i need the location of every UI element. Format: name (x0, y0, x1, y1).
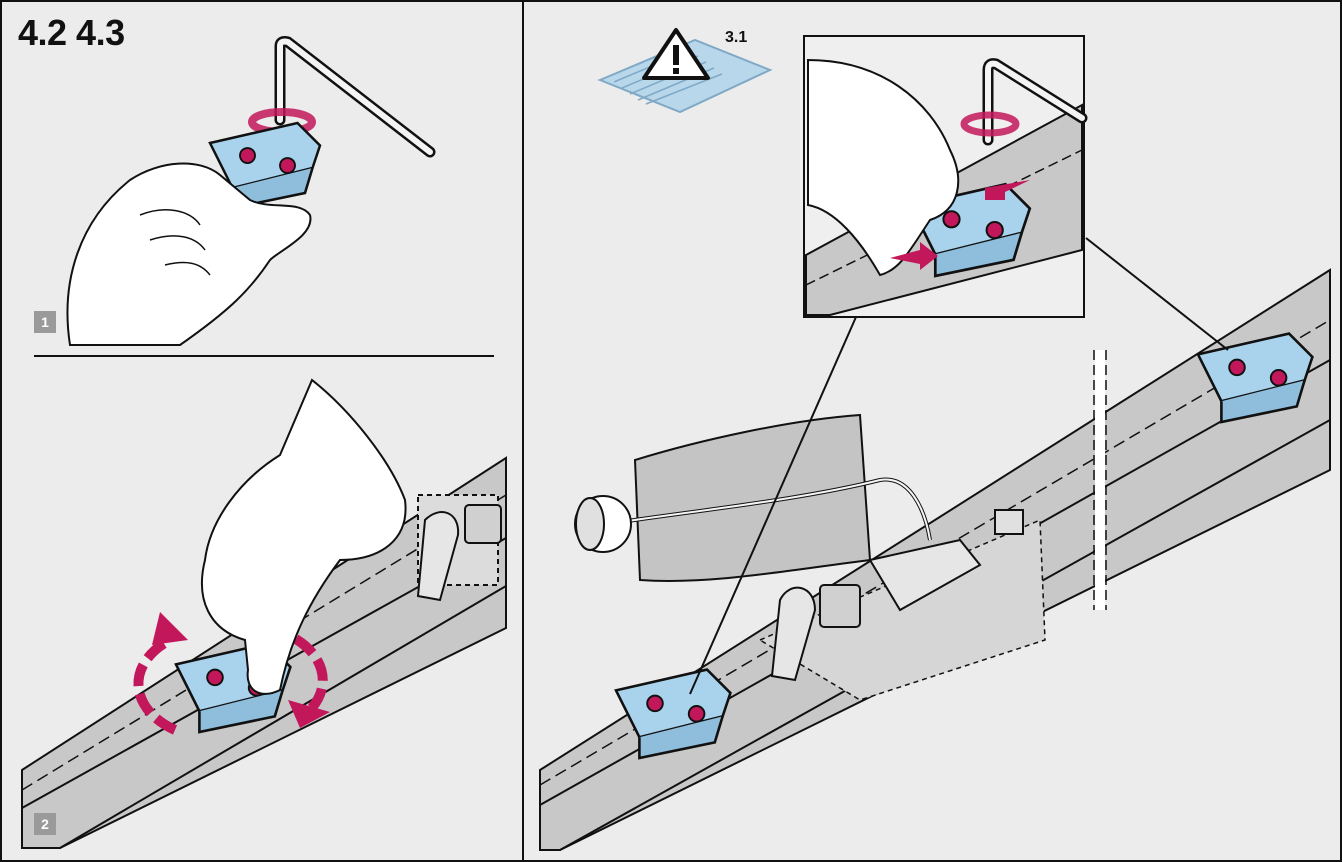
manual-reference-label: 3.1 (725, 29, 748, 46)
step1-illustration (66, 36, 436, 346)
hand-icon (66, 162, 312, 346)
page-title: 4.2 4.3 (18, 12, 125, 53)
sign-icon (633, 413, 872, 582)
hand-icon (807, 58, 960, 277)
step-badge-1: 1 (34, 311, 56, 333)
push-arrow-icon (985, 180, 1030, 200)
rotate-arrow-icon (133, 635, 178, 735)
rotate-arrow-icon (960, 111, 1020, 137)
hand-icon (200, 378, 407, 695)
step2-illustration (21, 378, 507, 849)
step-badge-2: 2 (34, 813, 56, 835)
push-arrow-icon (890, 242, 938, 270)
inset-detail (803, 35, 1088, 318)
right-illustration (539, 28, 1331, 851)
